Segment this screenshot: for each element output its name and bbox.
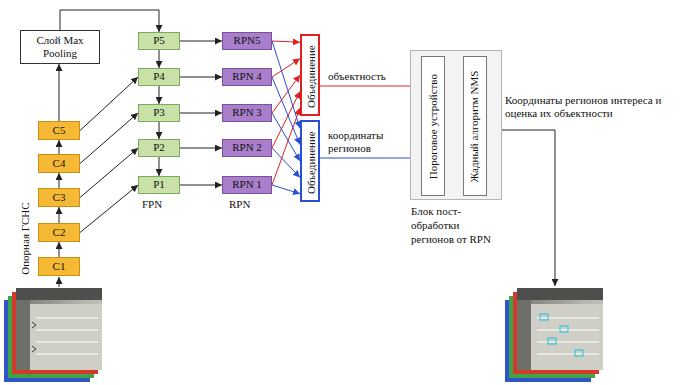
rpn-head: RPN 1	[222, 176, 272, 194]
connector	[272, 59, 300, 77]
connector	[60, 10, 159, 32]
node-text: P2	[153, 141, 165, 154]
node-text: RPN5	[234, 34, 261, 47]
merge-box: Объединение	[300, 120, 320, 202]
connector	[272, 75, 300, 113]
node-text: P1	[153, 178, 165, 191]
connector	[320, 158, 421, 159]
connector	[59, 207, 60, 223]
connector	[59, 140, 60, 154]
fpn-level: P5	[138, 32, 180, 50]
backbone-label: Опорная ГСНС	[19, 202, 32, 274]
connector	[272, 108, 300, 185]
rpn-head: RPN 4	[222, 68, 272, 86]
node-text: C5	[53, 124, 66, 137]
connector	[59, 64, 60, 121]
rpn-head: RPN5	[222, 32, 272, 50]
backbone-block: C4	[38, 154, 80, 173]
fpn-level: P3	[138, 104, 180, 122]
connector	[80, 148, 138, 198]
connector	[272, 41, 300, 42]
node-text: P4	[153, 70, 165, 83]
pooling-box: Слой Max Pooling	[20, 30, 100, 64]
node-text: RPN 4	[232, 70, 262, 83]
fpn-level: P4	[138, 68, 180, 86]
node-text: RPN 1	[232, 178, 262, 191]
node-text: Жадный алгоритм NMS	[468, 70, 481, 182]
connector	[180, 148, 222, 149]
node-text: RPN 2	[232, 141, 262, 154]
node-text: Объединение	[304, 131, 317, 194]
connector	[320, 86, 421, 87]
connector	[159, 157, 160, 176]
node-text: RPN 3	[232, 106, 262, 119]
output-label: Координаты регионов интереса и оценка их…	[505, 94, 687, 120]
rpn-head: RPN 3	[222, 104, 272, 122]
connector	[59, 242, 60, 257]
fpn-label: FPN	[142, 198, 162, 211]
node-text: C2	[53, 226, 66, 239]
backbone-block: C5	[38, 121, 80, 140]
connector	[272, 77, 300, 145]
node-text: Слой Max Pooling	[24, 34, 96, 60]
connector	[272, 113, 300, 161]
connector	[180, 77, 222, 78]
connector	[80, 185, 138, 233]
connector	[159, 86, 160, 104]
node-text: Пороговое устройство	[426, 74, 439, 179]
connector	[272, 148, 300, 177]
input-image	[4, 288, 102, 382]
backbone-block: C1	[38, 257, 80, 276]
connector	[159, 122, 160, 139]
edge-label: координаты регионов	[328, 129, 404, 155]
node-text: C1	[53, 260, 66, 273]
connector	[180, 41, 222, 42]
connector	[180, 113, 222, 114]
output-image	[505, 288, 603, 382]
input-arrow	[59, 277, 60, 287]
backbone-block: C2	[38, 223, 80, 242]
merge-box: Объединение	[300, 34, 320, 116]
block-caption: Блок пост-обработки регионов от RPN	[411, 205, 503, 246]
node-text: C3	[53, 191, 66, 204]
connector	[159, 50, 160, 68]
fpn-level: P2	[138, 139, 180, 157]
fpn-level: P1	[138, 176, 180, 194]
threshold-box: Пороговое устройство	[421, 56, 445, 196]
node-text: Объединение	[304, 45, 317, 108]
backbone-block: C3	[38, 188, 80, 207]
connector	[272, 185, 300, 194]
connector	[180, 185, 222, 186]
nms-box: Жадный алгоритм NMS	[463, 56, 487, 196]
connector	[272, 41, 300, 128]
rpn-head: RPN 2	[222, 139, 272, 157]
node-text: P3	[153, 106, 165, 119]
node-text: P5	[153, 34, 165, 47]
rpn-label: RPN	[229, 198, 250, 211]
connector	[80, 77, 138, 131]
postprocess-block: Блок пост-обработки регионов от RPNПорог…	[410, 50, 502, 200]
node-text: C4	[53, 157, 66, 170]
connector	[59, 173, 60, 188]
edge-label: объектность	[328, 70, 386, 83]
